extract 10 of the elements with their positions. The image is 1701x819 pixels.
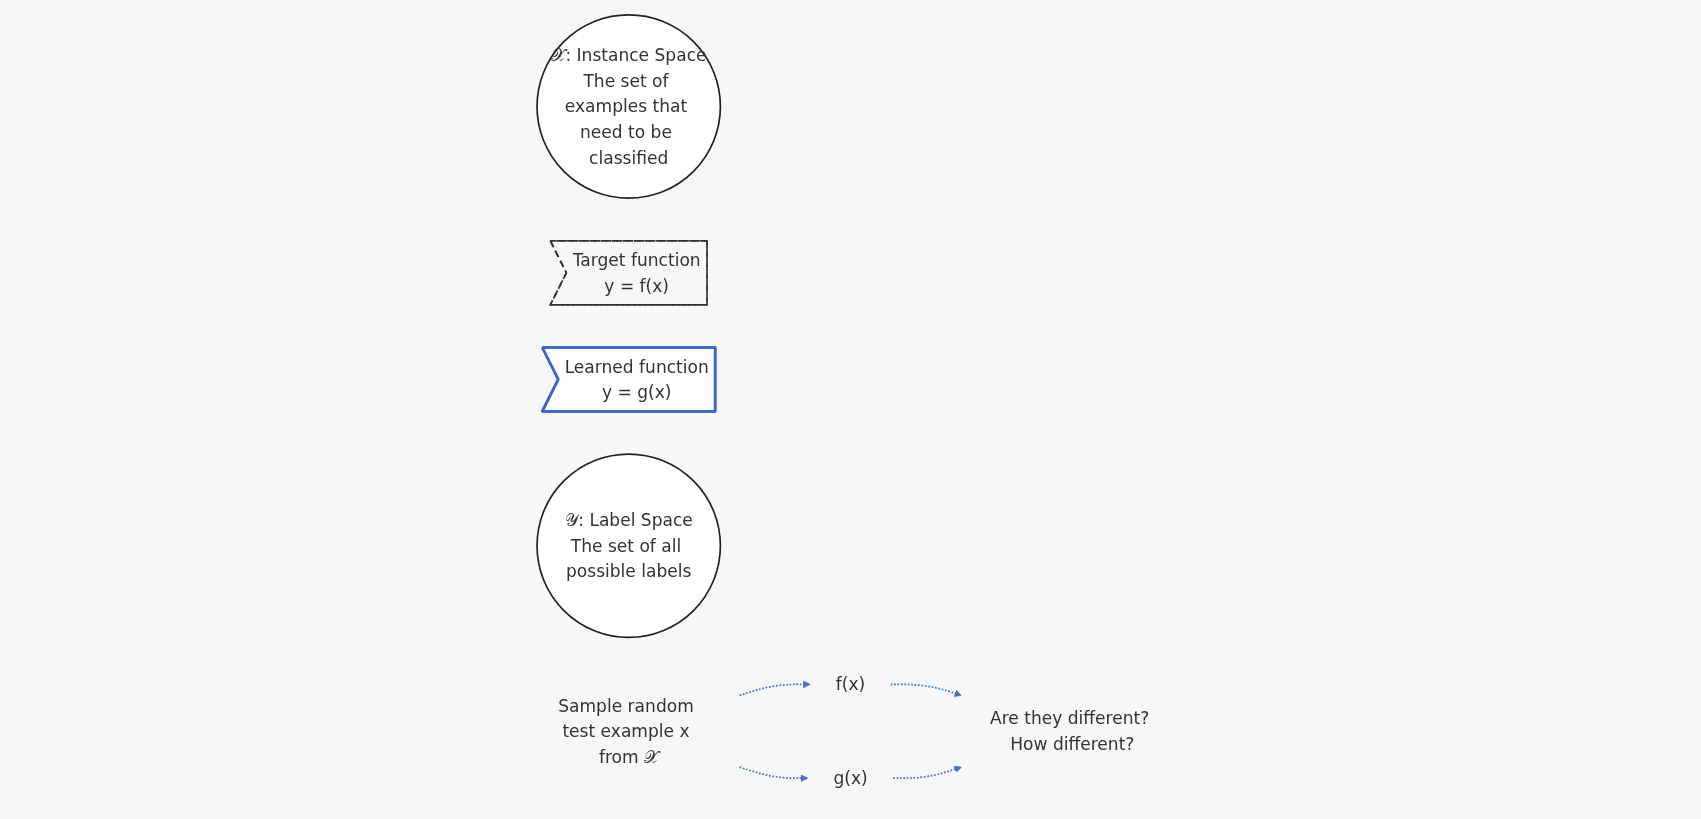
arrow <box>738 766 809 783</box>
arrow <box>889 683 962 698</box>
node-circle: 𝒳: Instance Space The set of examples that need to be classified <box>536 14 722 200</box>
arrow <box>892 765 962 780</box>
node-text: f(x) <box>835 674 866 695</box>
node-text: Sample random test example x from 𝒳 <box>558 695 694 768</box>
node-text: Are they different? How different? <box>989 708 1150 755</box>
node-text: g(x) <box>833 768 868 789</box>
arrow <box>738 680 811 697</box>
node-circle: 𝒴: Label Space The set of all possible labels <box>536 453 722 639</box>
